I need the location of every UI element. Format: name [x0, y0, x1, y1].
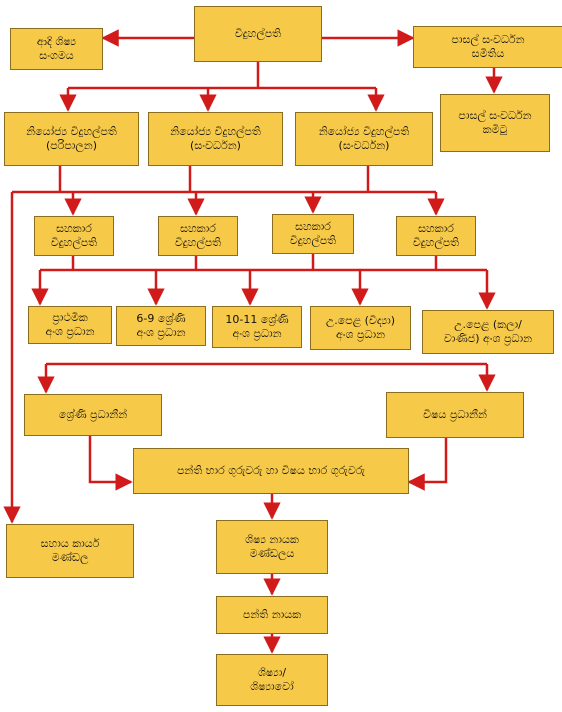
deputy-principal-admin-box: නියෝජ්‍ය විදුහල්පති (පරිපාලන): [4, 112, 139, 166]
assistant-principal-2-box: සහකාර විදුහල්පති: [158, 216, 238, 256]
school-development-society-box: පාසල් සංවර්ධන සමිතිය: [413, 26, 562, 68]
students-box: ශිෂ්‍යා/ ශිෂ්‍යාවෝ: [216, 654, 328, 706]
principal-box: විදුහල්පති: [194, 6, 322, 62]
school-development-committee-box: පාසල් සංවර්ධන කමිටු: [440, 94, 550, 152]
grade-heads-box: ශ්‍රේණි ප්‍රධානීන්: [24, 394, 162, 436]
class-leaders-box: පන්ති නායක: [216, 596, 328, 634]
connector-subject-heads-teachers: [407, 438, 448, 491]
deputy-principal-dev-1-box: නියෝජ්‍ය විදුහල්පති (සංවර්ධන): [148, 112, 283, 166]
al-arts-commerce-section-head-box: උ.පෙළ (කලා/ වාණිජ) අංශ ප්‍රධාන: [422, 310, 554, 354]
class-and-subject-teachers-box: පන්ති භාර ගුරුවරු හා විෂය භාර ගුරුවරු: [133, 448, 409, 494]
past-pupils-association-box: ආදි ශිෂ්‍ය සංගමය: [10, 28, 103, 70]
assistant-principal-3-box: සහකාර විදුහල්පති: [272, 214, 354, 254]
support-staff-box: සහාය කාර්ය මණ්ඩල: [6, 524, 134, 578]
primary-section-head-box: ප්‍රාථමික අංශ ප්‍රධාන: [28, 306, 112, 344]
grade-6-9-section-head-box: 6-9 ශ්‍රේණි අංශ ප්‍රධාන: [116, 306, 206, 346]
prefects-board-box: ශිෂ්‍ය නායක මණ්ඩලය: [216, 520, 328, 574]
al-science-section-head-box: උ.පෙළ (විද්‍යා) අංශ ප්‍රධාන: [310, 306, 411, 350]
grade-10-11-section-head-box: 10-11 ශ්‍රේණි අංශ ප්‍රධාන: [212, 306, 302, 348]
deputy-principal-dev-2-box: නියෝජ්‍ය විදුහල්පති (සංවර්ධන): [295, 112, 433, 166]
connector-grade-heads-teachers: [88, 436, 133, 491]
assistant-principal-1-box: සහකාර විදුහල්පති: [34, 216, 114, 256]
subject-heads-box: විෂය ප්‍රධානීන්: [386, 392, 524, 438]
assistant-principal-4-box: සහකාර විදුහල්පති: [396, 216, 476, 256]
